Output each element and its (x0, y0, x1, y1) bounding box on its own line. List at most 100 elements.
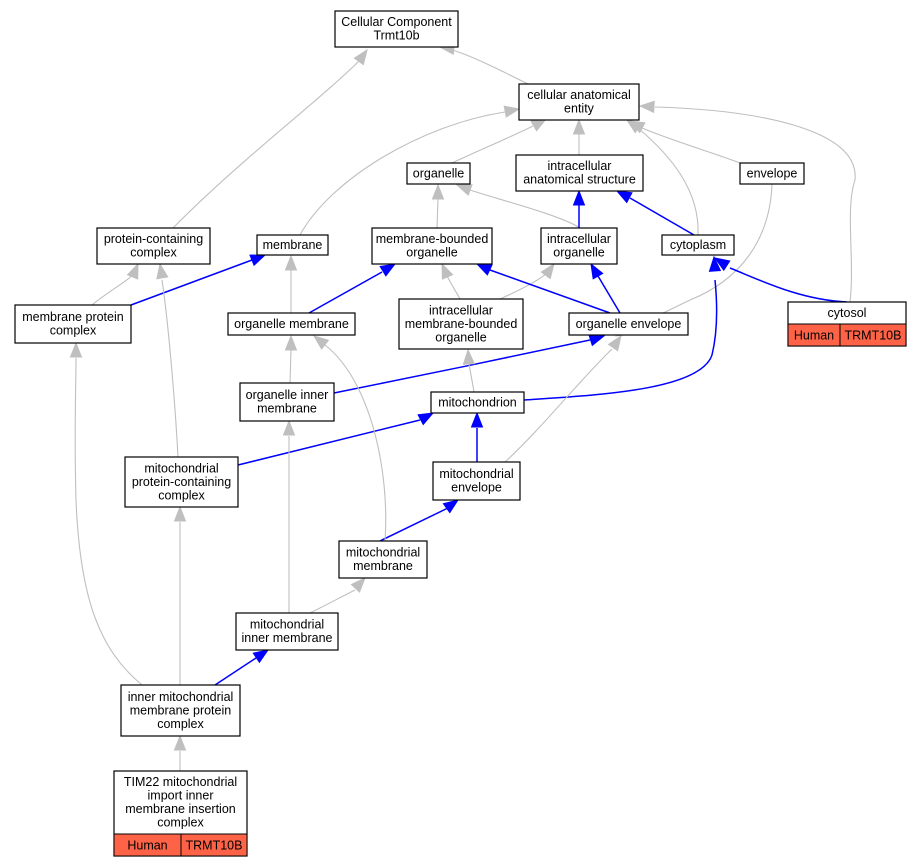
edge-gray-24 (468, 363, 475, 393)
edge-gray-4 (641, 127, 741, 164)
arrowhead (530, 118, 548, 132)
node-organelle-envelope[interactable]: organelle envelope (568, 312, 689, 336)
node-label-line: complex (50, 324, 97, 338)
edge-gray-17 (445, 273, 461, 300)
edge-gray-1 (172, 59, 361, 229)
node-label-line: cytoplasm (670, 238, 726, 252)
arrowhead (417, 412, 435, 426)
node-label-line: organelle inner (246, 388, 329, 402)
edge-gray-36 (74, 357, 143, 686)
node-label-line: organelle envelope (576, 317, 682, 331)
node-label-line: membrane protein (130, 703, 231, 717)
node-box (430, 391, 525, 414)
node-label-line: membrane-bounded (376, 232, 489, 246)
node-membrane[interactable]: membrane (256, 234, 329, 256)
node-box (518, 83, 640, 121)
node-box (235, 612, 339, 651)
node-cytoplasm[interactable]: cytoplasm (661, 234, 735, 256)
edge-gray-2 (451, 125, 534, 164)
node-label-line: organelle (435, 330, 486, 344)
arrowhead (431, 183, 445, 200)
edge-gray-5 (299, 111, 506, 236)
arrowhead (379, 263, 397, 277)
node-label-line: envelope (451, 481, 502, 495)
node-label-line: membrane insertion (125, 802, 236, 816)
node-label-line: intracellular (429, 303, 493, 317)
node-label-line: organelle (553, 246, 604, 260)
edge-blue-21 (729, 267, 848, 303)
edge-gray-26 (161, 279, 179, 458)
node-mitochondrion[interactable]: mitochondrion (430, 391, 525, 414)
arrowhead (503, 105, 521, 118)
node-box (406, 162, 471, 185)
arrowhead (350, 576, 366, 593)
edge-gray-12 (627, 183, 773, 331)
badge-species: Human (127, 839, 167, 853)
arrowhead (249, 254, 267, 267)
node-label-line: complex (157, 717, 204, 731)
edge-gray-9 (436, 198, 439, 229)
node-box (239, 382, 335, 422)
arrowhead (282, 419, 296, 436)
node-label-line: mitochondrial (346, 546, 420, 560)
node-label-line: membrane (353, 559, 413, 573)
arrowhead (625, 119, 643, 134)
node-label-line: intracellular (547, 232, 611, 246)
arrowhead (713, 257, 731, 272)
badge-box (839, 323, 907, 347)
edge-blue-35 (214, 657, 257, 686)
arrowhead (442, 499, 460, 514)
node-label-line: envelope (747, 166, 798, 180)
node-label-line: organelle (406, 246, 457, 260)
node-box (398, 298, 524, 350)
node-label-line: membrane-bounded (405, 317, 518, 331)
node-box (515, 154, 644, 192)
node-label-line: mitochondrial (250, 618, 324, 632)
arrowhead (173, 505, 187, 522)
edge-gray-13 (91, 271, 136, 306)
node-label-line: organelle membrane (234, 317, 349, 331)
node-organelle[interactable]: organelle (406, 162, 471, 185)
node-label-line: complex (158, 488, 205, 502)
arrowhead (470, 411, 484, 428)
badge-box (180, 833, 248, 857)
edge-blue-25 (523, 279, 718, 401)
arrowhead (252, 649, 270, 664)
arrowhead (173, 734, 187, 751)
node-label-line: intracellular (548, 159, 612, 173)
badge-gene: TRMT10B (186, 839, 243, 853)
arrowhead (353, 48, 368, 66)
arrowhead (588, 334, 606, 347)
arrowhead (615, 190, 633, 204)
node-label-line: inner membrane (241, 631, 332, 645)
edge-gray-7 (654, 106, 856, 303)
arrowhead (590, 262, 604, 280)
node-box (96, 227, 211, 265)
node-label-line: cytosol (828, 306, 867, 320)
arrowhead (284, 334, 298, 351)
edge-gray-0 (451, 49, 529, 85)
node-envelope[interactable]: envelope (739, 162, 805, 185)
edge-gray-6 (637, 127, 699, 236)
arrowhead (572, 118, 586, 135)
node-label-line: organelle (413, 166, 464, 180)
node-organelle-membrane[interactable]: organelle membrane (227, 312, 356, 336)
node-box (540, 227, 618, 265)
node-box (124, 456, 239, 508)
